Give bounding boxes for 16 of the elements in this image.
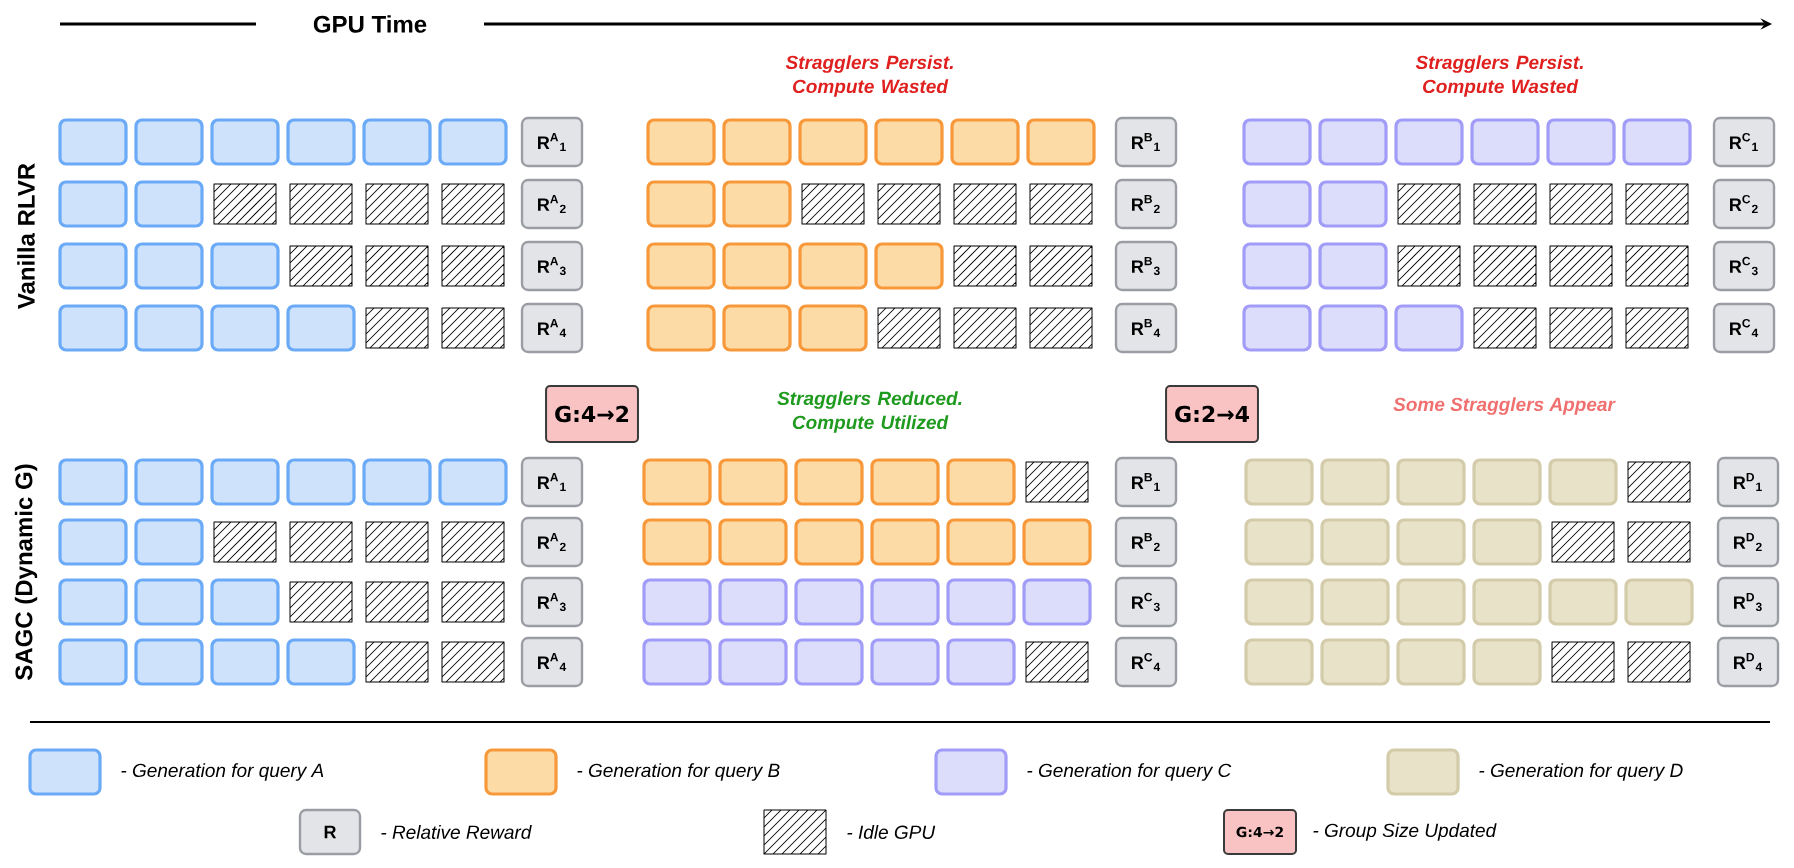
annotation-text: Some Stragglers Appear — [1393, 397, 1616, 415]
legend-label: - Relative Reward — [381, 825, 532, 839]
group-size-box: G:4→2 — [545, 385, 639, 443]
annotation-text: Stragglers Reduced. Compute Utilized — [777, 391, 962, 433]
annotation-text: Stragglers Persist. Compute Wasted — [1415, 55, 1583, 97]
row-label: Vanilla RLVR — [17, 163, 35, 309]
legend-label: - Idle GPU — [847, 825, 936, 839]
row-label: SAGC (Dynamic G) — [14, 464, 38, 680]
group-size-box: G:2→4 — [1165, 385, 1259, 443]
legend-label: - Generation for query B — [577, 763, 780, 781]
axis-title: GPU Time — [306, 9, 434, 39]
legend-label: - Generation for query A — [121, 763, 324, 781]
legend-label: - Group Size Updated — [1313, 823, 1497, 841]
legend-label: - Generation for query C — [1027, 763, 1232, 781]
annotation-text: Stragglers Persist. Compute Wasted — [785, 55, 953, 97]
legend-label: - Generation for query D — [1479, 763, 1683, 781]
